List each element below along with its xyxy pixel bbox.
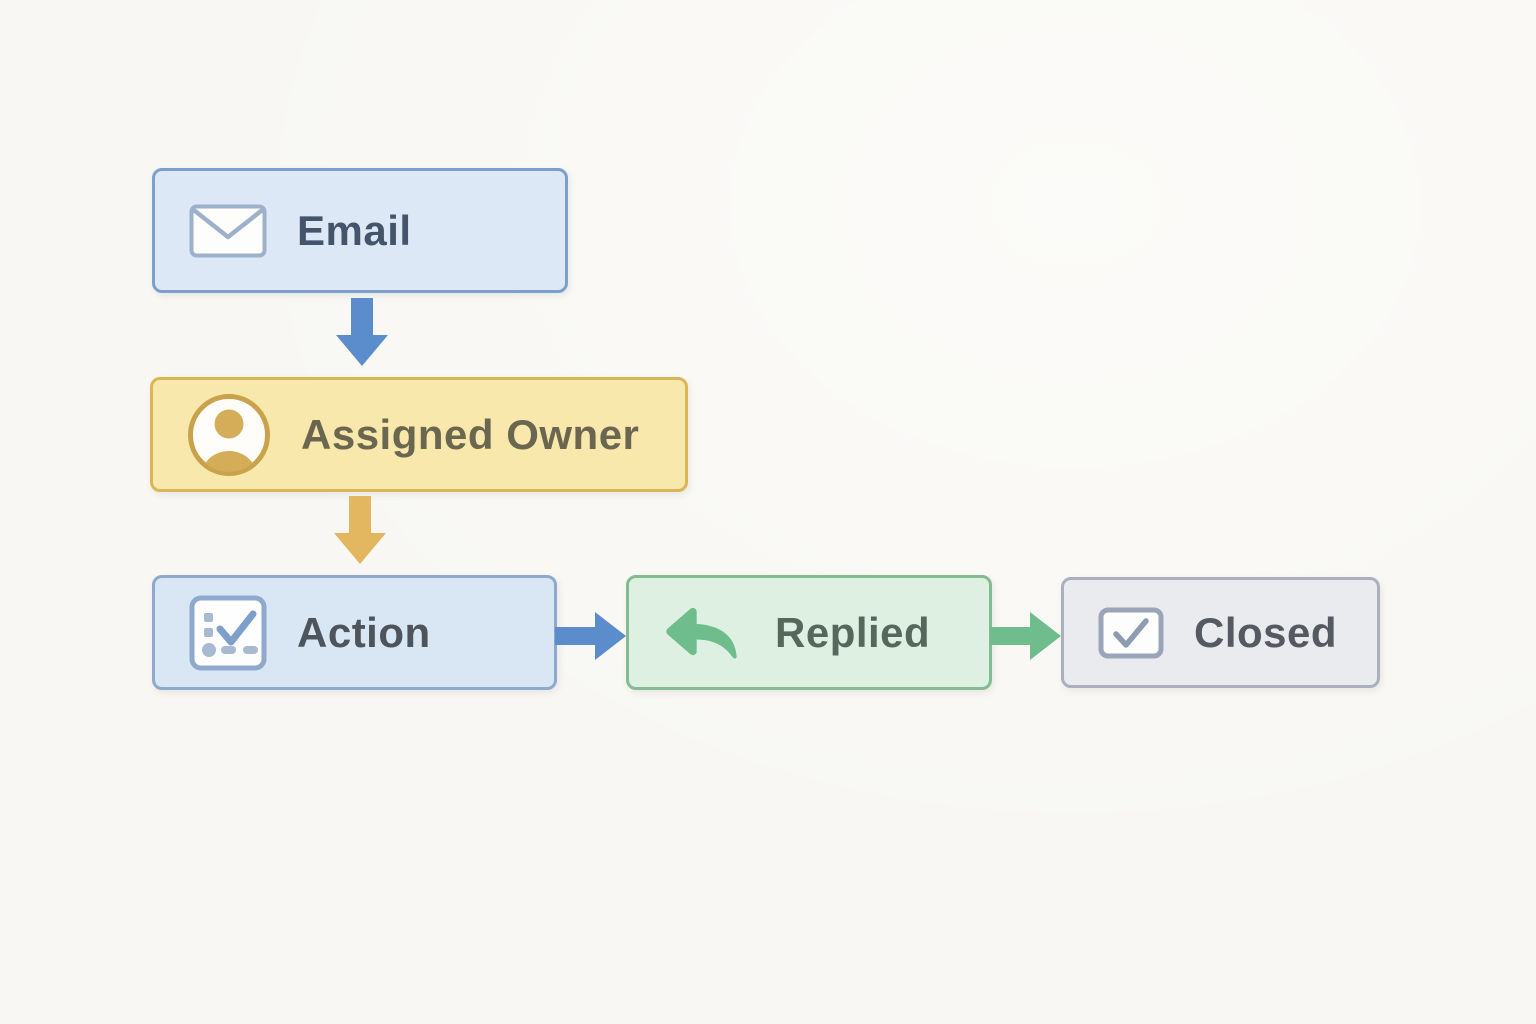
reply-icon <box>663 598 745 668</box>
node-replied-label: Replied <box>775 608 931 656</box>
node-closed: Closed <box>1061 577 1380 688</box>
node-email: Email <box>152 168 568 293</box>
checkbox-icon <box>1098 607 1164 659</box>
node-assigned-owner: Assigned Owner <box>150 377 688 492</box>
node-action-label: Action <box>297 608 431 656</box>
node-assigned-owner-label: Assigned Owner <box>301 410 640 458</box>
envelope-icon <box>189 204 267 258</box>
arrow-email-to-owner <box>336 298 388 366</box>
node-email-label: Email <box>297 206 412 254</box>
node-action: Action <box>152 575 557 690</box>
checklist-icon <box>189 595 267 671</box>
arrow-owner-to-action <box>334 496 386 564</box>
arrow-replied-to-closed <box>990 612 1061 660</box>
person-icon <box>187 393 271 477</box>
arrow-action-to-replied <box>555 612 626 660</box>
node-closed-label: Closed <box>1194 608 1338 656</box>
node-replied: Replied <box>626 575 992 690</box>
